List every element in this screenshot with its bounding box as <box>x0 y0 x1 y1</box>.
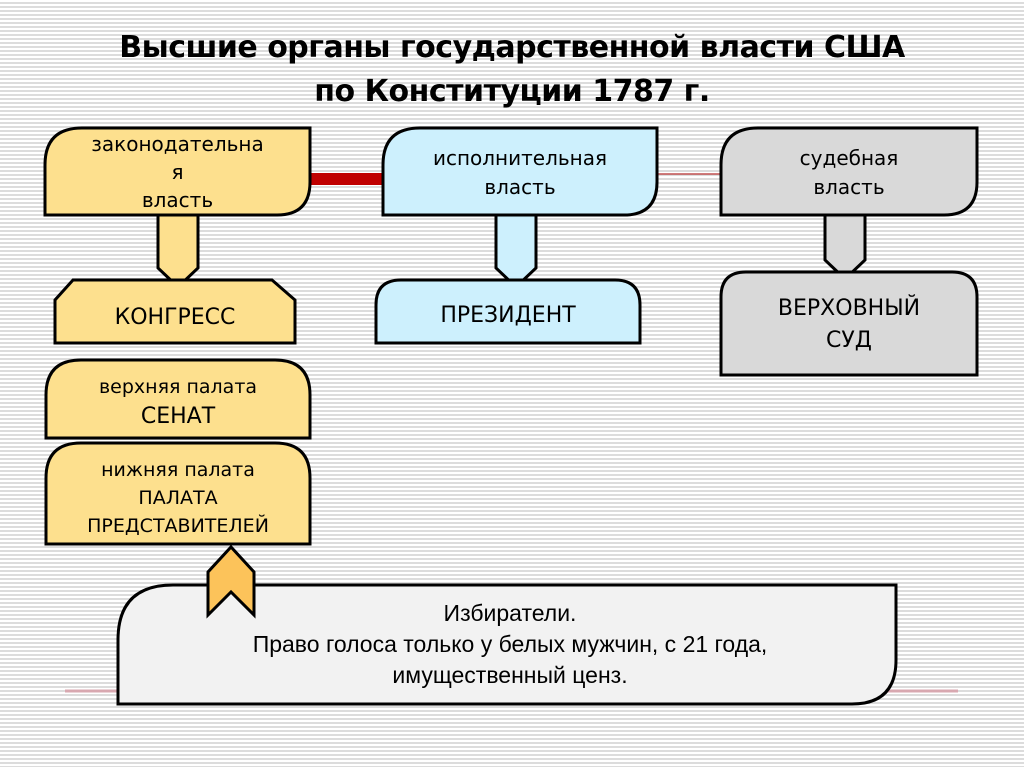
legislative-line-3: власть <box>141 187 214 212</box>
president-box <box>374 278 642 345</box>
house-line-2: ПАЛАТА <box>138 487 218 509</box>
house-label: нижняя палата ПАЛАТА ПРЕДСТАВИТЕЛЕЙ <box>46 455 310 541</box>
voters-line-3: имущественный ценз. <box>392 661 628 688</box>
judicial-line-2: власть <box>813 175 885 199</box>
judicial-branch-label: судебная власть <box>721 140 977 206</box>
house-line-3: ПРЕДСТАВИТЕЛЕЙ <box>87 515 269 537</box>
house-box <box>44 441 312 546</box>
president-label: ПРЕЗИДЕНТ <box>376 290 640 340</box>
congress-box <box>53 278 297 345</box>
judicial-line-1: судебная <box>799 146 899 170</box>
voters-box <box>116 583 898 706</box>
legislative-line-2: я <box>171 159 184 184</box>
judicial-branch-box <box>719 126 979 217</box>
executive-line-2: власть <box>484 175 556 199</box>
supreme-court-label: ВЕРХОВНЫЙ СУД <box>721 290 977 360</box>
house-line-1: нижняя палата <box>101 459 255 481</box>
supreme-court-line-1: ВЕРХОВНЫЙ <box>777 296 921 321</box>
senate-label: верхняя палата СЕНАТ <box>46 370 310 434</box>
voters-line-1: Избиратели. <box>443 599 577 626</box>
legislative-branch-label: законодательна я власть <box>50 128 305 215</box>
title-line-2: по Конституции 1787 г. <box>314 74 710 109</box>
voters-line-2: Право голоса только у белых мужчин, с 21… <box>252 630 768 657</box>
senate-line-2: СЕНАТ <box>140 404 216 429</box>
arrow-legislative-down <box>156 213 200 290</box>
voters-label: Избиратели. Право голоса только у белых … <box>140 596 880 692</box>
title-line-1: Высшие органы государственной власти США <box>119 30 905 65</box>
senate-box <box>44 358 312 440</box>
congress-label: КОНГРЕСС <box>55 292 295 342</box>
supreme-court-line-2: СУД <box>826 328 872 353</box>
executive-branch-label: исполнительная власть <box>383 140 657 206</box>
senate-line-1: верхняя палата <box>98 376 258 398</box>
legislative-line-1: законодательна <box>91 131 264 156</box>
arrow-judicial-down <box>823 213 867 282</box>
president-text: ПРЕЗИДЕНТ <box>440 302 576 328</box>
supreme-court-box <box>719 270 979 377</box>
arrow-executive-down <box>494 213 538 290</box>
congress-text: КОНГРЕСС <box>114 304 236 330</box>
slide-title: Высшие органы государственной власти США… <box>0 26 1024 114</box>
executive-branch-box <box>381 126 659 217</box>
arrow-voters-up <box>206 544 256 619</box>
red-connector <box>308 173 388 185</box>
executive-line-1: исполнительная <box>432 146 608 170</box>
legislative-branch-box <box>43 126 312 217</box>
